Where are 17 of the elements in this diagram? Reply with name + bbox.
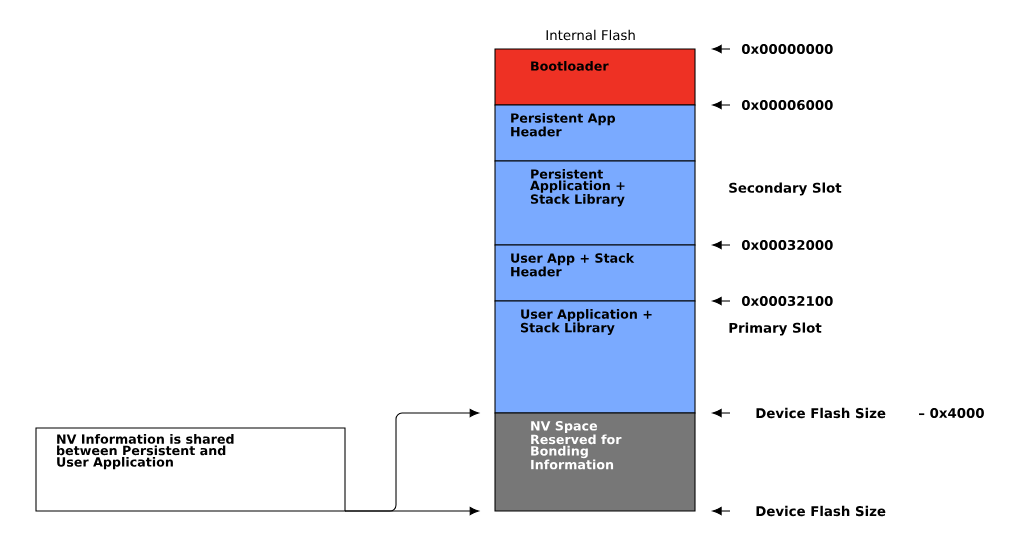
address-label: 0x00006000 <box>741 99 833 111</box>
memory-segment: Persistent App Header <box>494 104 696 162</box>
address-label: Device Flash Size <box>756 505 886 517</box>
slot-label: Primary Slot <box>729 322 822 336</box>
memory-segment: Persistent Application + Stack Library <box>494 160 696 246</box>
note-box: NV Information is shared between Persistent and User Application <box>35 427 346 512</box>
memory-segment: NV Space Reserved for Bonding Information <box>494 412 696 512</box>
address-label: 0x00032000 <box>741 239 833 251</box>
memory-segment: Bootloader <box>494 48 696 106</box>
address-label: Device Flash Size <box>756 407 886 419</box>
address-label: 0x00032100 <box>741 295 833 307</box>
address-label: 0x00000000 <box>741 43 833 55</box>
slot-label: Secondary Slot <box>729 182 842 196</box>
address-label: – 0x4000 <box>919 407 984 419</box>
memory-segment: User App + Stack Header <box>494 244 696 302</box>
arrow <box>344 408 479 512</box>
memory-segment: User Application + Stack Library <box>494 300 696 414</box>
